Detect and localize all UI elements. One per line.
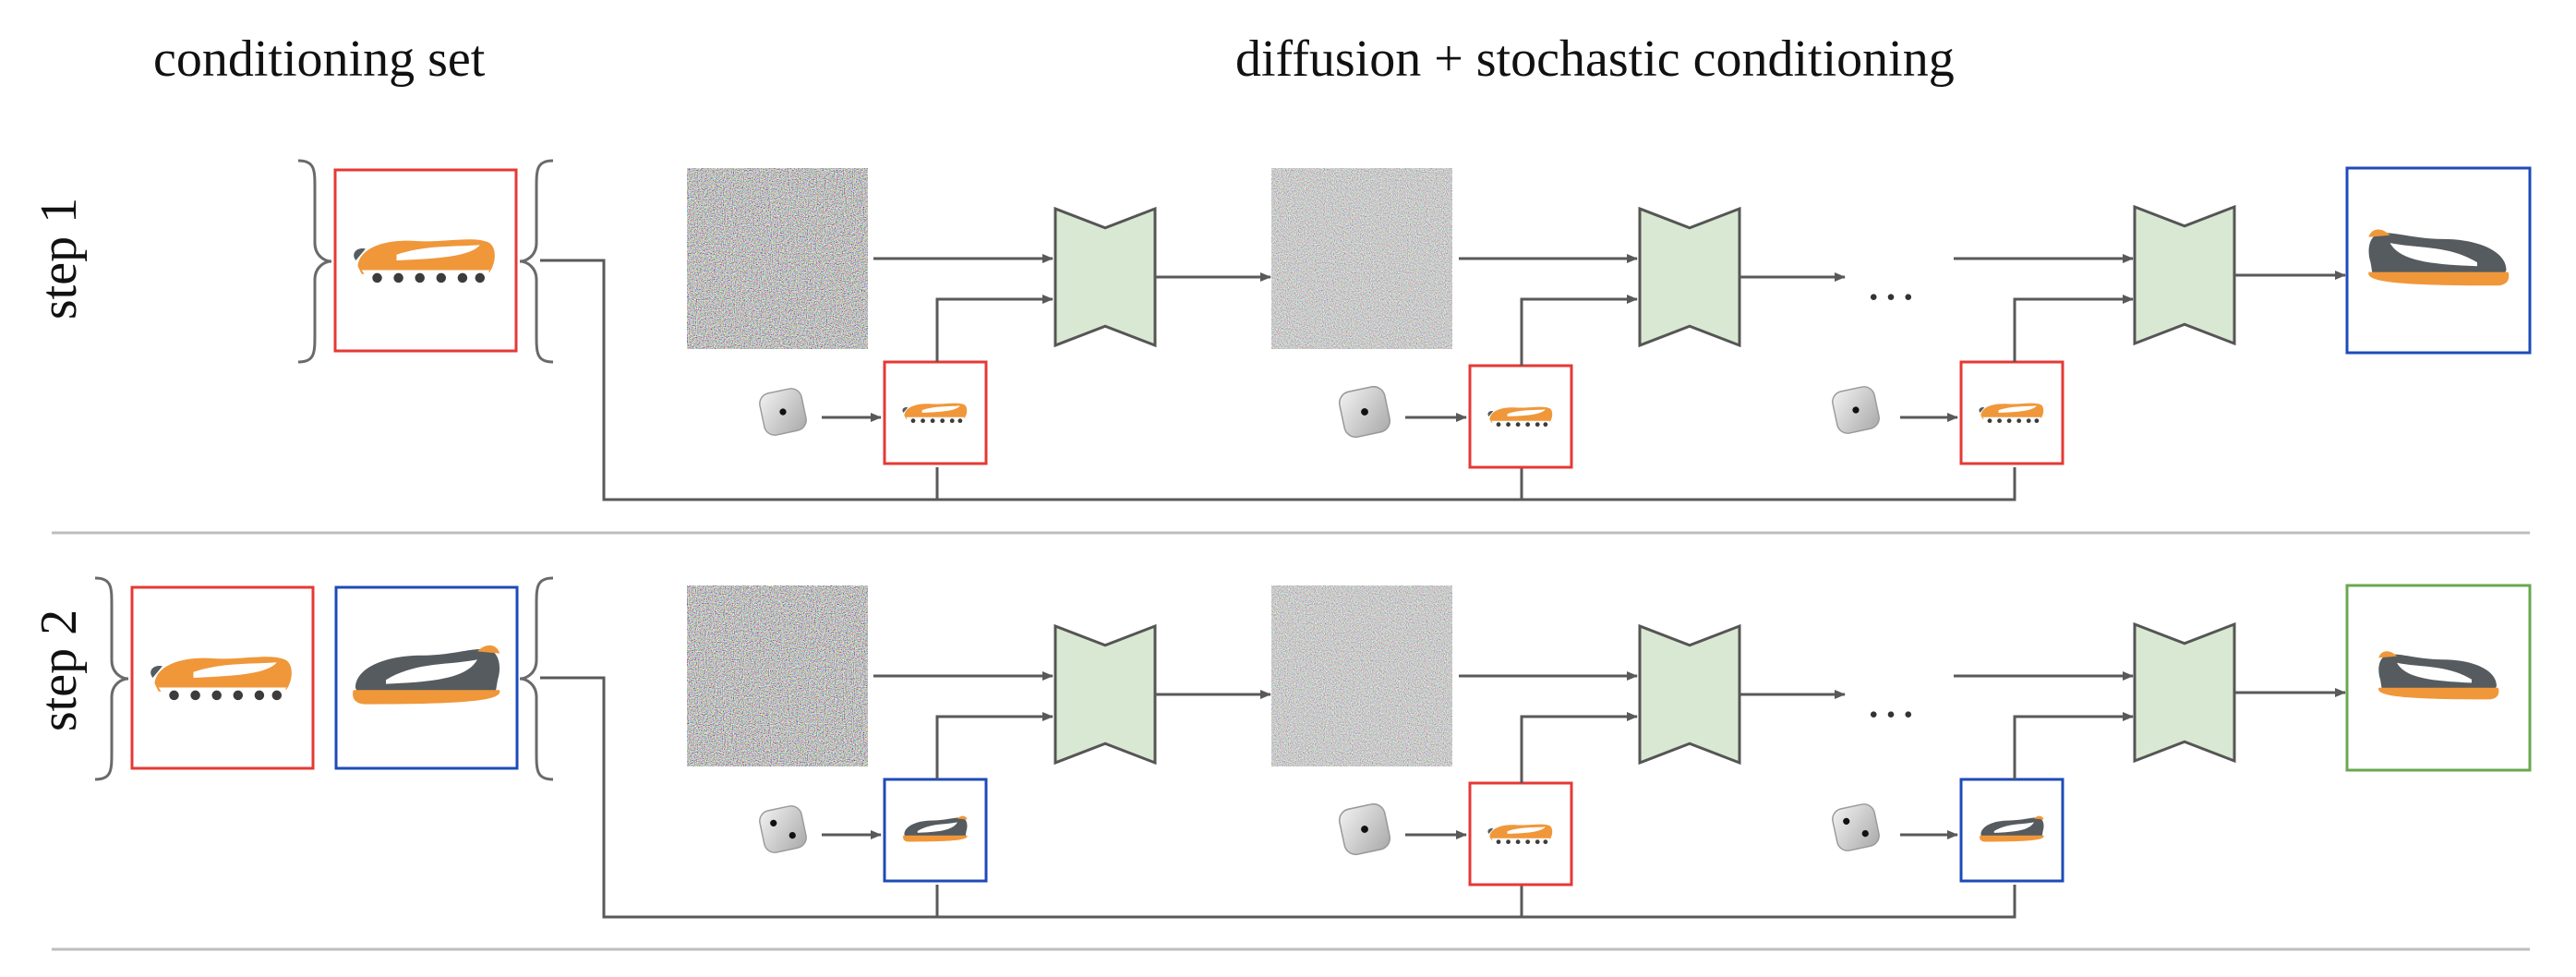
step-2-cond-arrow-3 [2013, 712, 2134, 779]
step-1-cond-arrow-3 [2013, 295, 2134, 362]
step-1-denoiser-3 [2133, 204, 2236, 346]
sneaker-icon [353, 645, 500, 705]
step-2-die-1 [759, 805, 807, 853]
step-1-die-3 [1832, 386, 1880, 434]
step-2-close-brace [519, 576, 554, 781]
step-2-output-view [2345, 584, 2532, 772]
sneaker-icon [1980, 815, 2044, 842]
step-1-sampled-view-1 [883, 360, 988, 465]
step-2-die-3 [1832, 803, 1880, 851]
step-2-open-brace [94, 576, 129, 781]
sneaker-icon [2368, 229, 2510, 286]
step-1-label: step 1 [30, 197, 88, 320]
step-1-close-brace [519, 159, 554, 364]
step-1-noise-image [687, 168, 868, 349]
step-2-sampled-view-1 [883, 778, 988, 883]
step-1-die-1 [759, 388, 807, 436]
step-2-conditioning-bus [540, 676, 2016, 919]
diffusion-header: diffusion + stochastic conditioning [1235, 30, 1955, 88]
sneaker-icon [2378, 651, 2499, 700]
step-2-denoiser-2 [1638, 623, 1741, 766]
step-1-cond-arrow-2 [1520, 295, 1638, 366]
step-2-conditioning-view-2 [334, 585, 519, 770]
step-2-denoiser-1 [1053, 623, 1157, 766]
step-1-denoiser-2 [1638, 206, 1741, 348]
sneaker-icon [150, 657, 292, 701]
step-1-cond-arrow-1 [935, 295, 1053, 362]
step-1-conditioning-bus [540, 259, 2016, 501]
step-1-partially-denoised-image [1271, 168, 1452, 349]
step-2-label: step 2 [30, 609, 88, 732]
sneaker-icon [903, 815, 968, 842]
step-1-open-brace [297, 159, 332, 364]
sneaker-icon [902, 403, 968, 424]
step-1-sampled-view-3 [1959, 360, 2064, 465]
step-2-cond-arrow-1 [935, 712, 1053, 779]
ellipsis-step-1: … [1865, 254, 1917, 311]
sneaker-icon [354, 239, 495, 283]
step-2-conditioning-view-1 [130, 585, 315, 770]
step-1-sampled-view-2 [1468, 364, 1573, 469]
step-2-cond-arrow-2 [1520, 712, 1638, 783]
conditioning-set-header: conditioning set [153, 30, 486, 88]
step-2-sampled-view-2 [1468, 781, 1573, 887]
step-1-output-view [2345, 166, 2532, 355]
ellipsis-step-2: … [1865, 671, 1917, 729]
sneaker-icon [1487, 406, 1553, 428]
step-1-die-2 [1338, 385, 1391, 439]
step-2-partially-denoised-image [1271, 585, 1452, 766]
step-2-noise-image [687, 585, 868, 766]
sneaker-icon [1979, 403, 2044, 424]
step-1-denoiser-1 [1053, 206, 1157, 348]
step-2-die-2 [1338, 802, 1391, 856]
step-2-denoiser-3 [2133, 621, 2236, 764]
step-2-sampled-view-3 [1959, 778, 2064, 883]
sneaker-icon [1487, 824, 1553, 845]
step-1-conditioning-view-1 [333, 168, 518, 353]
